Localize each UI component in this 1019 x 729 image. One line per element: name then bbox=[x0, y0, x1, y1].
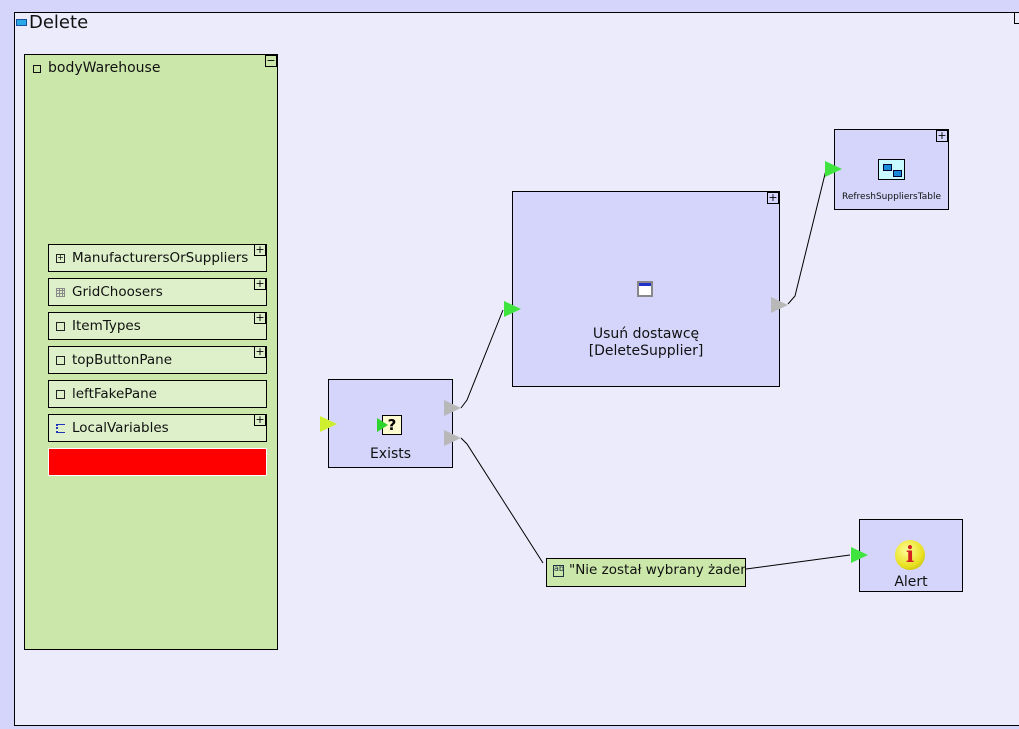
child-ManufacturersOrSuppliers[interactable]: + ManufacturersOrSuppliers + bbox=[48, 244, 267, 272]
node-alert[interactable]: i Alert bbox=[859, 519, 963, 592]
square-icon bbox=[56, 356, 65, 365]
output-port-false[interactable] bbox=[444, 430, 461, 446]
node-sublabel: [DeleteSupplier] bbox=[588, 343, 704, 359]
expand-button[interactable]: + bbox=[767, 191, 779, 204]
child-topButtonPane[interactable]: topButtonPane + bbox=[48, 346, 267, 374]
child-label: LocalVariables bbox=[72, 420, 169, 436]
info-icon: i bbox=[895, 540, 925, 570]
child-GridChoosers[interactable]: GridChoosers + bbox=[48, 278, 267, 306]
output-port[interactable] bbox=[771, 297, 788, 313]
variables-icon bbox=[56, 424, 65, 433]
flow-title: Delete bbox=[29, 12, 89, 33]
container-label: bodyWarehouse bbox=[48, 60, 161, 76]
expand-button[interactable]: + bbox=[936, 129, 948, 142]
subflow-icon bbox=[878, 159, 905, 180]
input-port[interactable] bbox=[825, 161, 842, 177]
start-port[interactable] bbox=[320, 416, 337, 432]
plus-box-icon: + bbox=[56, 253, 65, 263]
node-message[interactable]: ab "Nie został wybrany żaden bbox=[546, 558, 746, 587]
child-label: ManufacturersOrSuppliers bbox=[72, 250, 249, 266]
child-label: topButtonPane bbox=[72, 352, 173, 368]
grid-icon bbox=[56, 288, 65, 297]
output-port-true[interactable] bbox=[444, 400, 461, 416]
node-exists[interactable]: ? Exists bbox=[328, 379, 453, 468]
input-port[interactable] bbox=[504, 301, 521, 317]
mini-arrow-icon bbox=[377, 418, 388, 432]
collapse-button[interactable]: − bbox=[265, 54, 277, 67]
child-leftFakePane[interactable]: leftFakePane bbox=[48, 380, 267, 408]
expand-button[interactable]: + bbox=[254, 311, 266, 324]
child-label: GridChoosers bbox=[72, 284, 163, 300]
node-label: Alert bbox=[894, 574, 928, 590]
child-LocalVariables[interactable]: LocalVariables + bbox=[48, 414, 267, 442]
node-label: "Nie został wybrany żaden bbox=[569, 562, 746, 578]
square-icon bbox=[33, 65, 41, 73]
canvas-toggle-button[interactable] bbox=[1014, 12, 1019, 24]
collapse-flow-icon[interactable] bbox=[16, 19, 27, 26]
window-icon bbox=[637, 281, 653, 297]
expand-button[interactable]: + bbox=[254, 277, 266, 290]
square-icon bbox=[56, 390, 65, 399]
node-delete-supplier[interactable]: + Usuń dostawcę [DeleteSupplier] bbox=[512, 191, 780, 387]
node-label: Usuń dostawcę bbox=[592, 326, 700, 342]
node-label: RefreshSuppliersTable bbox=[841, 192, 942, 202]
expand-button[interactable]: + bbox=[254, 413, 266, 426]
child-ItemTypes[interactable]: ItemTypes + bbox=[48, 312, 267, 340]
input-port[interactable] bbox=[851, 547, 868, 563]
child-label: leftFakePane bbox=[72, 386, 157, 402]
square-icon bbox=[56, 322, 65, 331]
expand-button[interactable]: + bbox=[254, 345, 266, 358]
error-bar bbox=[48, 448, 267, 476]
text-icon: ab bbox=[553, 565, 564, 577]
node-refresh-suppliers-table[interactable]: + RefreshSuppliersTable bbox=[834, 129, 949, 210]
expand-button[interactable]: + bbox=[254, 243, 266, 256]
node-label: Exists bbox=[369, 446, 412, 462]
child-label: ItemTypes bbox=[72, 318, 141, 334]
